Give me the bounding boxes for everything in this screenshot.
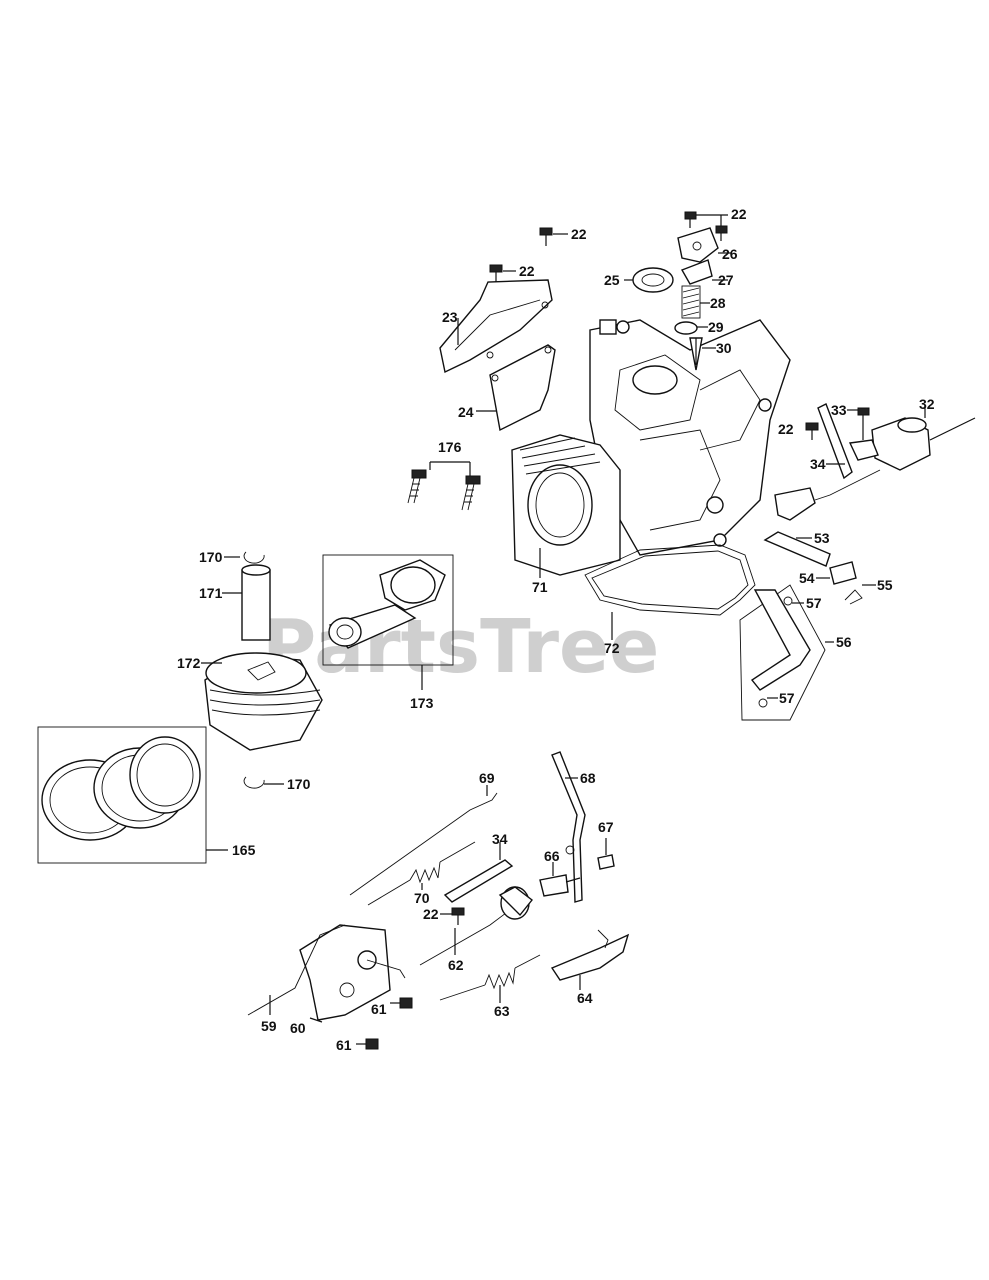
lever-34[interactable] bbox=[817, 403, 853, 480]
sleeve-54[interactable] bbox=[829, 561, 857, 585]
clip-57-bottom[interactable] bbox=[758, 698, 768, 708]
label-30: 30 bbox=[716, 340, 732, 356]
label-173: 173 bbox=[410, 695, 434, 711]
label-172: 172 bbox=[177, 655, 201, 671]
watermark: PartsTree bbox=[262, 604, 659, 690]
label-68: 68 bbox=[580, 770, 596, 786]
choke-knob-62[interactable] bbox=[419, 886, 533, 966]
governor-rod-69[interactable] bbox=[349, 792, 498, 896]
label-27: 27 bbox=[718, 272, 734, 288]
label-171: 171 bbox=[199, 585, 223, 601]
wire-59[interactable] bbox=[247, 924, 346, 1016]
governor-spring-70[interactable] bbox=[367, 841, 476, 906]
label-71: 71 bbox=[532, 579, 548, 595]
piston-172[interactable] bbox=[204, 652, 323, 751]
screw-33[interactable] bbox=[857, 407, 870, 440]
governor-lever-34[interactable] bbox=[443, 859, 514, 903]
label-61: 61 bbox=[371, 1001, 387, 1017]
crankcase-gasket-72[interactable] bbox=[584, 544, 756, 616]
label-176: 176 bbox=[438, 439, 462, 455]
governor-spring-63[interactable] bbox=[439, 954, 541, 1001]
circlip-170-top[interactable] bbox=[243, 551, 265, 564]
label-53: 53 bbox=[814, 530, 830, 546]
shield-64[interactable] bbox=[550, 929, 630, 981]
bolt-22-d[interactable] bbox=[805, 422, 819, 440]
label-66: 66 bbox=[544, 848, 560, 864]
label-34: 34 bbox=[492, 831, 508, 847]
label-57: 57 bbox=[806, 595, 822, 611]
oil-seal-25[interactable] bbox=[632, 267, 674, 293]
label-60: 60 bbox=[290, 1020, 306, 1036]
label-22: 22 bbox=[423, 906, 439, 922]
bracket-66[interactable] bbox=[539, 874, 581, 897]
valve-cap-29[interactable] bbox=[674, 321, 698, 335]
cylinder-bolt-176-a[interactable] bbox=[407, 469, 427, 504]
label-34: 34 bbox=[810, 456, 826, 472]
cylinder-bolt-176-b[interactable] bbox=[461, 475, 481, 511]
piston-pin-171[interactable] bbox=[241, 564, 271, 641]
label-29: 29 bbox=[708, 319, 724, 335]
pin-55[interactable] bbox=[844, 589, 863, 605]
label-22: 22 bbox=[778, 421, 794, 437]
circlip-170-bottom[interactable] bbox=[243, 776, 265, 789]
ignition-coil-32[interactable] bbox=[848, 417, 976, 471]
valve-spring-28[interactable] bbox=[681, 285, 701, 319]
screw-61-b[interactable] bbox=[356, 1038, 379, 1050]
connecting-rod-173[interactable] bbox=[322, 554, 454, 666]
label-22: 22 bbox=[731, 206, 747, 222]
piston-rings-165[interactable] bbox=[37, 726, 207, 864]
label-32: 32 bbox=[919, 396, 935, 412]
label-24: 24 bbox=[458, 404, 474, 420]
label-64: 64 bbox=[577, 990, 593, 1006]
label-59: 59 bbox=[261, 1018, 277, 1034]
valve-30[interactable] bbox=[689, 337, 703, 371]
label-26: 26 bbox=[722, 246, 738, 262]
label-28: 28 bbox=[710, 295, 726, 311]
label-57: 57 bbox=[779, 690, 795, 706]
label-170: 170 bbox=[287, 776, 311, 792]
label-69: 69 bbox=[479, 770, 495, 786]
label-70: 70 bbox=[414, 890, 430, 906]
rocker-cap-26[interactable] bbox=[677, 227, 719, 263]
screw-61-a[interactable] bbox=[390, 997, 413, 1009]
engine-block-71[interactable] bbox=[511, 319, 791, 576]
nut-67[interactable] bbox=[597, 854, 615, 870]
rod-53[interactable] bbox=[763, 531, 831, 567]
callout-labels: 22 22 22 22 22 23 24 25 26 27 28 29 30 3… bbox=[177, 206, 935, 1053]
label-170: 170 bbox=[199, 549, 223, 565]
label-54: 54 bbox=[799, 570, 815, 586]
label-67: 67 bbox=[598, 819, 614, 835]
shroud-23[interactable] bbox=[439, 279, 553, 374]
bolt-22-a[interactable] bbox=[539, 227, 553, 246]
label-22: 22 bbox=[519, 263, 535, 279]
control-plate-60[interactable] bbox=[299, 924, 406, 1021]
clip-57-top[interactable] bbox=[783, 596, 793, 606]
label-62: 62 bbox=[448, 957, 464, 973]
label-23: 23 bbox=[442, 309, 458, 325]
bolt-22-b[interactable] bbox=[489, 264, 503, 282]
bolt-22-e[interactable] bbox=[451, 907, 465, 925]
label-63: 63 bbox=[494, 1003, 510, 1019]
label-72: 72 bbox=[604, 640, 620, 656]
label-22: 22 bbox=[571, 226, 587, 242]
plug-cap-wire[interactable] bbox=[774, 469, 881, 521]
label-61: 61 bbox=[336, 1037, 352, 1053]
plate-24[interactable] bbox=[489, 344, 556, 432]
retainer-27[interactable] bbox=[680, 259, 713, 285]
label-33: 33 bbox=[831, 402, 847, 418]
label-25: 25 bbox=[604, 272, 620, 288]
label-55: 55 bbox=[877, 577, 893, 593]
arm-68[interactable] bbox=[551, 751, 586, 903]
label-56: 56 bbox=[836, 634, 852, 650]
breather-tube-56[interactable] bbox=[739, 584, 826, 721]
label-165: 165 bbox=[232, 842, 256, 858]
